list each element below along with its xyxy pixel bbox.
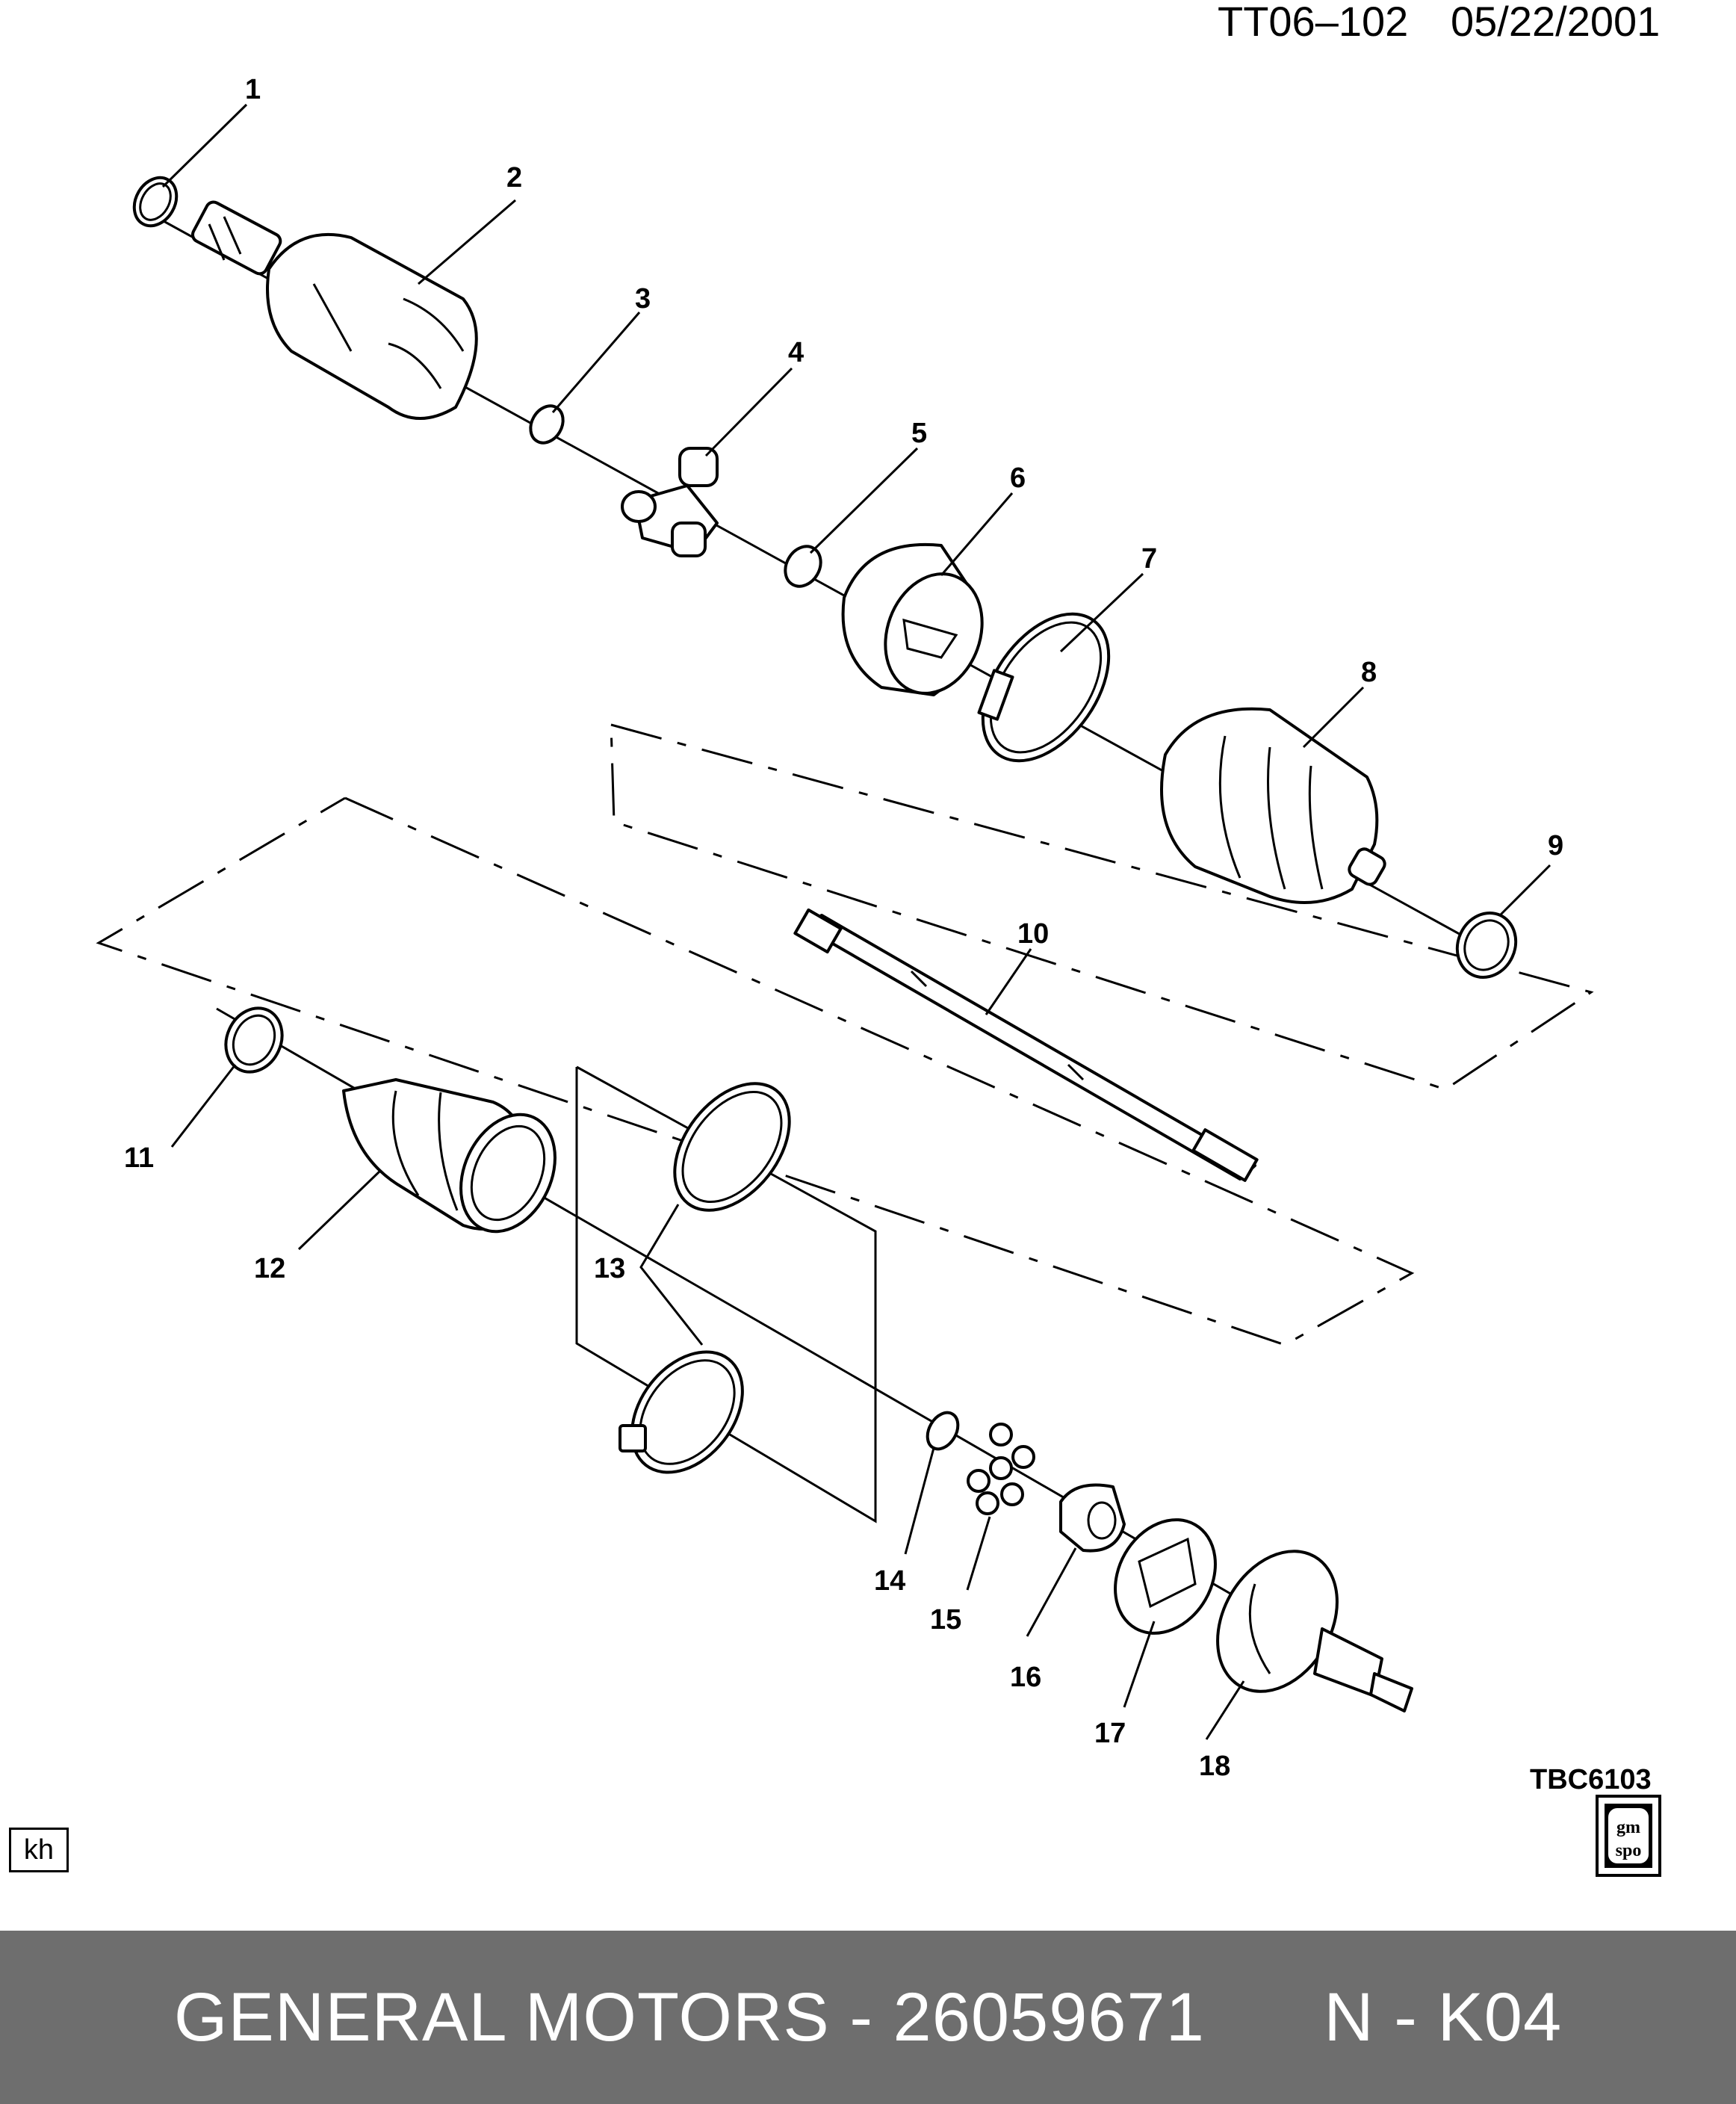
part-1-retaining-ring [132, 176, 179, 228]
part-8-boot [1160, 707, 1386, 904]
part-4-tripod-spider [621, 447, 719, 557]
badge-line-1: gm [1616, 1818, 1640, 1837]
callout-9: 9 [1548, 830, 1563, 861]
callout-8: 8 [1361, 657, 1377, 688]
callout-4: 4 [788, 337, 804, 368]
clamp-group-box [575, 1065, 877, 1523]
part-11-collar [224, 1006, 284, 1074]
part-15-balls [967, 1423, 1035, 1515]
callout-17: 17 [1094, 1718, 1126, 1749]
part-14-ring [926, 1411, 960, 1451]
exploded-parts-diagram: TT06–102 05/22/2001 [96, 0, 1661, 1877]
doc-id: TT06–102 [1218, 0, 1408, 45]
part-6-outer-housing [841, 542, 984, 696]
footer-text: GENERAL MOTORS - 26059671 N - K04 [173, 1978, 1563, 2055]
diagram-code: TBC6103 [1530, 1764, 1652, 1795]
leader-lines [161, 103, 1551, 1740]
doc-date: 05/22/2001 [1451, 0, 1660, 45]
footer-bar: GENERAL MOTORS - 26059671 N - K04 [0, 1931, 1736, 2104]
callout-7: 7 [1141, 543, 1157, 575]
callout-5: 5 [911, 418, 927, 449]
callout-1: 1 [245, 74, 261, 105]
part-10-shaft [793, 908, 1259, 1182]
part-12-boot [342, 1078, 557, 1234]
callout-18: 18 [1199, 1751, 1230, 1782]
callout-15: 15 [930, 1604, 961, 1636]
part-5-ring [784, 545, 822, 588]
part-13-clamps [619, 1082, 791, 1474]
callout-3: 3 [635, 283, 651, 315]
callout-2: 2 [506, 162, 522, 194]
callout-11: 11 [124, 1142, 154, 1174]
gm-spo-badge: gm spo [1596, 1795, 1661, 1877]
callout-12: 12 [254, 1253, 285, 1284]
part-17-cage [1114, 1518, 1217, 1635]
part-9-collar [1455, 912, 1518, 979]
callout-13: 13 [594, 1253, 625, 1284]
callout-14: 14 [874, 1565, 905, 1597]
callout-6: 6 [1010, 462, 1026, 494]
shaft-lower-box [96, 796, 1415, 1346]
part-2-joint-housing [190, 200, 478, 420]
corner-tag: kh [9, 1828, 69, 1872]
shaft-upper-box [610, 723, 1594, 1091]
badge-line-2: spo [1616, 1841, 1642, 1860]
part-16-inner-race [1059, 1483, 1126, 1553]
callout-10: 10 [1017, 918, 1049, 950]
callout-16: 16 [1010, 1662, 1041, 1693]
part-18-outer-race [1216, 1550, 1413, 1712]
part-7-clamp [977, 612, 1111, 763]
